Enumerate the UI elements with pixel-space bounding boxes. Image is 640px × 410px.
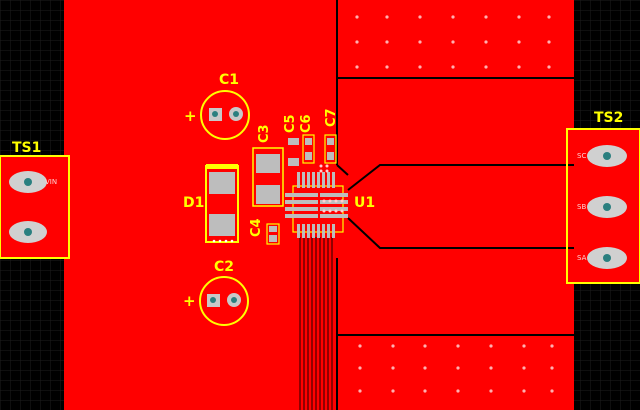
- designator-ts1: TS1: [12, 140, 42, 156]
- ic-u1[interactable]: [285, 164, 348, 239]
- designator-c7: C7: [324, 108, 339, 127]
- designator-c1: C1: [219, 72, 240, 88]
- capacitor-c5[interactable]: [288, 138, 299, 166]
- capacitor-c3[interactable]: [252, 147, 284, 207]
- designator-d1: D1: [183, 195, 205, 211]
- copper-pour: [64, 0, 574, 410]
- designator-c4: C4: [249, 218, 264, 237]
- capacitor-c1[interactable]: [200, 90, 250, 140]
- terminal-ts1[interactable]: [0, 155, 70, 259]
- via-field-bottom: [358, 344, 554, 393]
- capacitor-c2[interactable]: [199, 276, 249, 326]
- polarity-mark-c1: +: [184, 107, 197, 125]
- terminal-ts2[interactable]: [566, 128, 640, 284]
- designator-ts2: TS2: [594, 110, 624, 126]
- zone-split-lines: [336, 0, 574, 410]
- pin-label-sa: SA: [577, 254, 587, 262]
- capacitor-c7[interactable]: [324, 134, 337, 164]
- pin-label-sb: SB: [577, 203, 587, 211]
- via-field-top: [355, 15, 551, 69]
- designator-c5: C5: [283, 114, 298, 133]
- diode-d1[interactable]: [205, 164, 239, 243]
- designator-u1: U1: [354, 195, 376, 211]
- pin-label-vin: VIN: [45, 178, 58, 186]
- designator-c6: C6: [299, 114, 314, 133]
- capacitor-c4[interactable]: [266, 223, 280, 245]
- designator-c2: C2: [214, 259, 235, 275]
- signal-traces: [299, 237, 333, 410]
- polarity-mark-c2: +: [183, 292, 196, 310]
- designator-c3: C3: [257, 124, 272, 143]
- capacitor-c6[interactable]: [302, 134, 315, 164]
- pin-label-sc: SC: [577, 152, 587, 160]
